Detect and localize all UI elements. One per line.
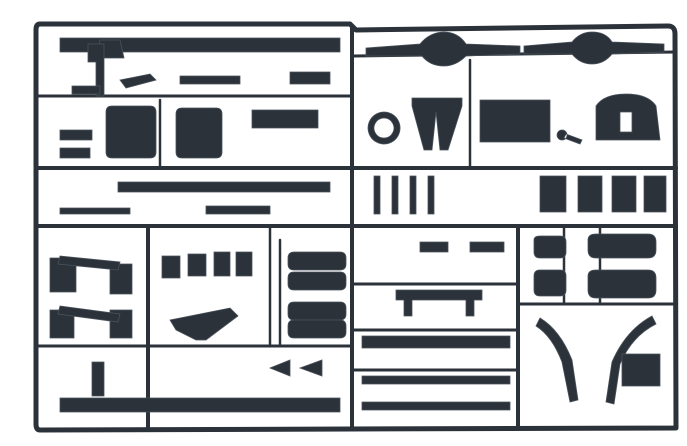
air-tank-right-1: [533, 235, 567, 259]
air-bag-2: [187, 253, 207, 277]
u-frame: [395, 289, 483, 317]
outer-frame-runner: [33, 21, 679, 433]
small-bracket-2: [59, 147, 91, 159]
air-bag-3: [213, 251, 231, 277]
rear-axle-1: [365, 31, 521, 67]
axle-beam-2: [361, 375, 511, 385]
mud-flap-3: [611, 175, 637, 213]
air-tank-right-3: [533, 269, 567, 297]
steering-linkage: [119, 73, 157, 89]
air-bag-4: [235, 251, 253, 277]
fifth-wheel-coupling: [595, 93, 661, 141]
chassis-rail-bracket-left: [87, 43, 105, 97]
chassis-rail-bracket-bottom: [91, 361, 105, 397]
axle-beam-3: [361, 401, 511, 411]
chassis-frame-rail-top: [59, 37, 341, 53]
steering-wheel: [367, 111, 401, 145]
spring-assembly-2: [109, 263, 133, 295]
brake-part-row: [419, 241, 505, 253]
mud-flap-2: [577, 175, 603, 213]
chassis-rail-hook: [71, 85, 101, 95]
frame-arm-left: [535, 317, 579, 403]
step-bracket: [621, 353, 661, 387]
small-key-part: [556, 129, 583, 145]
small-bracket-1: [59, 129, 93, 141]
air-tank-right-4: [587, 269, 657, 299]
mud-flap-1: [539, 175, 567, 213]
small-arrow-part-1: [268, 359, 291, 377]
battery-box: [479, 99, 551, 143]
air-tank-left-1: [287, 251, 347, 271]
frame-arm-right: [605, 315, 657, 405]
wishbone-arm: [169, 307, 239, 341]
suspension-arm-lower: [57, 305, 121, 323]
suspension-arm-upper: [57, 255, 121, 271]
air-tank-right-2: [587, 233, 657, 259]
link-parts-row: [59, 205, 271, 215]
fuel-tank-left: [105, 105, 157, 159]
a-frame-bracket: [411, 97, 463, 151]
axle-beam-1: [361, 335, 511, 349]
air-tank-left-2: [287, 271, 347, 291]
mud-flap-4: [643, 175, 667, 213]
shock-absorber-row: [373, 175, 435, 215]
small-arrow-part-2: [298, 359, 323, 377]
exhaust-part: [179, 75, 241, 85]
spring-hanger-row: [117, 181, 331, 193]
fuel-tank-right: [175, 107, 223, 159]
air-tank-left-4: [287, 319, 347, 339]
bracket-group-top: [289, 71, 331, 85]
cross-member-upper: [251, 109, 319, 129]
chassis-frame-rail-bottom: [59, 397, 341, 413]
air-bag-1: [161, 255, 181, 279]
sprue-runners: [33, 21, 679, 433]
rear-axle-2: [523, 31, 665, 65]
air-tank-left-3: [287, 301, 347, 321]
sprue-parts: [49, 31, 667, 413]
